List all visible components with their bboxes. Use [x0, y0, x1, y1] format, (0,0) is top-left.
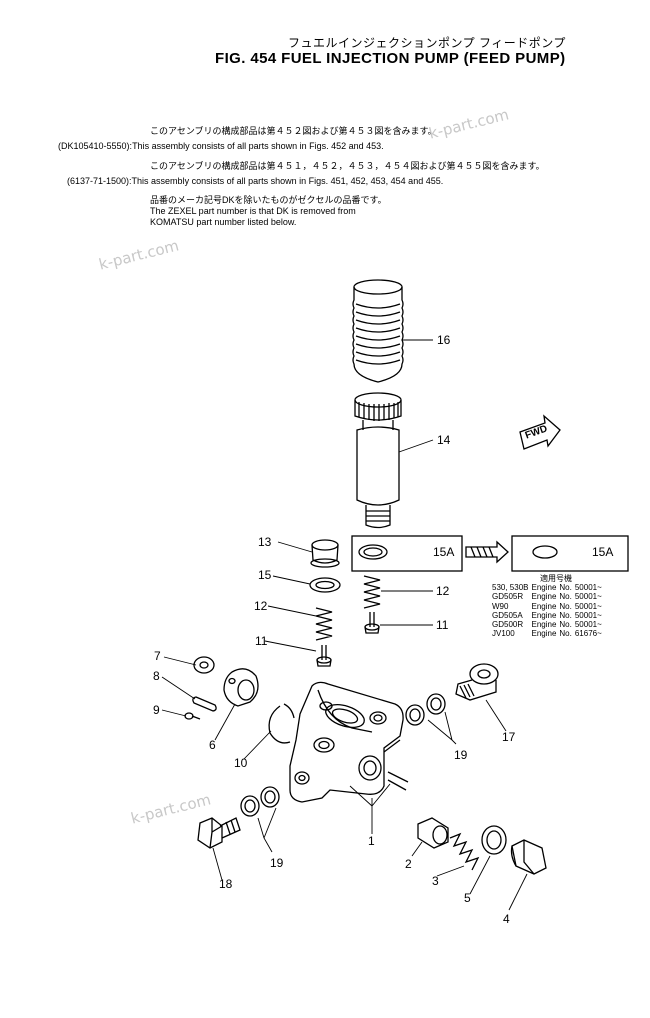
callout-17: 17: [502, 730, 516, 744]
callout-13: 13: [258, 535, 272, 549]
callout-11: 11: [255, 634, 268, 648]
model-cell: W90: [492, 601, 509, 611]
callout-15a: 15A: [433, 545, 455, 559]
serial-cell: 50001~: [574, 610, 602, 620]
part-14-priming-pump: [354, 392, 402, 529]
callout-12: 12: [254, 599, 268, 613]
callout-19: 19: [270, 856, 284, 870]
no-cell: No.: [559, 629, 572, 639]
callout-7: 7: [154, 649, 161, 663]
part-12-spring: [363, 575, 381, 609]
table-row: GD500R Engine No. 50001~: [492, 620, 605, 629]
model-cell: JV100: [492, 629, 515, 639]
note-jp-3: 品番のメーカ記号DKを除いたものがゼクセルの品番です。: [150, 195, 387, 205]
model-cell: GD500R: [492, 620, 524, 630]
part-9-screw: [184, 712, 201, 720]
part-11-valve: [316, 645, 332, 667]
table-row: W90 Engine No. 50001~: [492, 602, 605, 611]
part-12-spring: [315, 607, 333, 641]
callout-18: 18: [219, 877, 233, 891]
engine-cell: Engine: [531, 620, 557, 630]
callout-5: 5: [464, 891, 471, 905]
note-en-4: KOMATSU part number listed below.: [150, 217, 297, 227]
no-cell: No.: [559, 592, 572, 602]
callout-12: 12: [436, 584, 450, 598]
note-row-4: (6137-71-1500):This assembly consists of…: [67, 176, 443, 187]
part-7-nut: [193, 656, 215, 674]
part-19-gaskets: [240, 786, 280, 817]
callout-9: 9: [153, 703, 160, 717]
assembly-code: (6137-71-1500):: [67, 176, 132, 186]
model-cell: GD505R: [492, 592, 524, 602]
serial-cell: 50001~: [574, 583, 602, 593]
engine-cell: Engine: [531, 592, 557, 602]
callout-15a: 15A: [592, 545, 614, 559]
serial-cell: 61676~: [574, 629, 602, 639]
part-18-bolt: [197, 817, 241, 849]
no-cell: No.: [559, 583, 572, 593]
callout-10: 10: [234, 756, 248, 770]
engine-cell: Engine: [531, 610, 557, 620]
table-row: JV100 Engine No. 61676~: [492, 629, 605, 638]
table-row: 530, 530B Engine No. 50001~: [492, 583, 605, 592]
note-en-1: This assembly consists of all parts show…: [132, 141, 384, 151]
kit-15a-box: [511, 535, 629, 572]
callout-8: 8: [153, 669, 160, 683]
callout-19: 19: [454, 748, 468, 762]
part-3-spring: [449, 832, 480, 871]
no-cell: No.: [559, 620, 572, 630]
leader-lines: [161, 339, 528, 911]
part-19-gaskets: [405, 693, 446, 726]
engine-cell: Engine: [531, 601, 557, 611]
part-6-lever: [223, 668, 259, 707]
callout-4: 4: [503, 912, 510, 926]
applicability-table: 適用号機 530, 530B Engine No. 50001~ GD505R …: [492, 574, 605, 638]
note-jp-2: このアセンブリの構成部品は第４５１，４５２，４５３，４５４図および第４５５図を含…: [150, 161, 545, 171]
table-row: GD505A Engine No. 50001~: [492, 611, 605, 620]
part-1-pump-body: [289, 681, 409, 803]
part-8-pin: [192, 696, 217, 712]
part-13-plug: [310, 539, 340, 568]
serial-cell: 50001~: [574, 620, 602, 630]
engine-cell: Engine: [531, 583, 557, 593]
callout-16: 16: [437, 333, 451, 347]
callout-1: 1: [368, 834, 375, 848]
callout-11: 11: [436, 618, 449, 632]
part-17-eye-bolt: [455, 663, 499, 701]
serial-cell: 50001~: [574, 592, 602, 602]
kit-15a-box: [351, 535, 463, 572]
part-2-piston: [417, 817, 449, 849]
note-en-3: The ZEXEL part number is that DK is remo…: [150, 206, 356, 216]
part-16-boot: [352, 279, 404, 383]
part-15-gasket: [309, 577, 341, 593]
model-cell: GD505A: [492, 610, 523, 620]
part-4-plug: [510, 839, 547, 875]
applicability-header: 適用号機: [540, 574, 572, 583]
part-10-snap-ring: [268, 703, 295, 744]
fwd-arrow-icon: [519, 414, 561, 450]
part-11-valve: [364, 612, 380, 634]
callout-3: 3: [432, 874, 439, 888]
callout-15: 15: [258, 568, 272, 582]
model-cell: 530, 530B: [492, 583, 529, 593]
figure-title: FIG. 454 FUEL INJECTION PUMP (FEED PUMP): [215, 50, 566, 67]
serial-cell: 50001~: [574, 601, 602, 611]
title-japanese: フュエルインジェクションポンプ フィードポンプ: [288, 36, 566, 50]
note-jp-1: このアセンブリの構成部品は第４５２図および第４５３図を含みます。: [150, 126, 437, 136]
table-row: GD505R Engine No. 50001~: [492, 592, 605, 601]
note-en-2: This assembly consists of all parts show…: [131, 176, 444, 186]
engine-cell: Engine: [531, 629, 557, 639]
callout-6: 6: [209, 738, 216, 752]
part-5-gasket: [481, 825, 507, 855]
callout-14: 14: [437, 433, 451, 447]
callout-2: 2: [405, 857, 412, 871]
replacement-arrow-icon: [465, 540, 509, 564]
note-row-2: (DK105410-5550):This assembly consists o…: [58, 141, 384, 152]
assembly-code: (DK105410-5550):: [58, 141, 133, 151]
no-cell: No.: [559, 601, 572, 611]
no-cell: No.: [559, 610, 572, 620]
